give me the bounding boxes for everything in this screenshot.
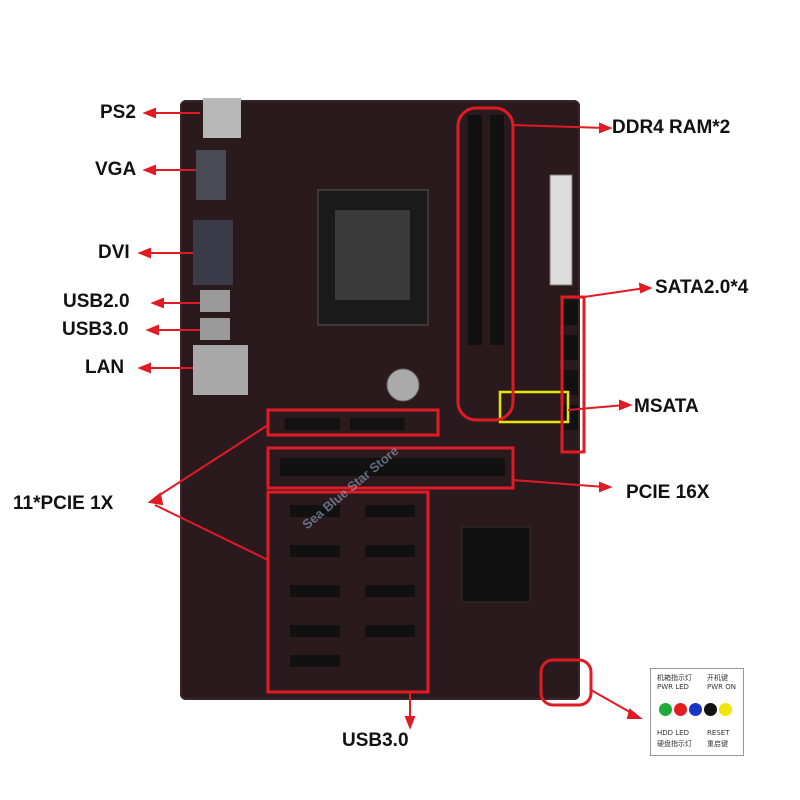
- ps2-port: [203, 98, 241, 138]
- legend-pin-green: [659, 703, 672, 716]
- label-lan: LAN: [85, 357, 125, 378]
- pcie16-slot: [280, 458, 505, 476]
- legend-reset-cn: 重启键: [707, 740, 728, 748]
- annotation-arrows: [137, 107, 653, 730]
- usb3-port: [200, 318, 230, 340]
- annotation-outlines: [266, 106, 593, 707]
- legend-hdd-cn: 硬盘指示灯: [657, 740, 692, 748]
- label-usb2: USB2.0: [63, 291, 130, 312]
- pcie1-slots: [285, 418, 415, 667]
- legend-top-right: 开机键: [707, 674, 728, 682]
- usb2-port: [200, 290, 230, 312]
- sata-port-1: [560, 300, 578, 325]
- legend-pin-blue: [689, 703, 702, 716]
- label-usb3-front: USB3.0: [342, 730, 409, 751]
- legend-pin-red: [674, 703, 687, 716]
- front-panel-legend: 机箱指示灯 开机键 PWR LED PWR ON HDD LED RESET 硬…: [650, 668, 744, 756]
- lan-port: [193, 345, 248, 395]
- label-dvi: DVI: [98, 242, 130, 263]
- cpu-socket-plate: [335, 210, 410, 300]
- cmos-battery: [386, 368, 420, 402]
- label-msata: MSATA: [634, 396, 699, 417]
- msata-highlight: [498, 390, 570, 424]
- legend-pwr-on: PWR ON: [707, 683, 736, 691]
- sata-port-2: [560, 335, 578, 360]
- label-ddr4: DDR4 RAM*2: [612, 117, 731, 138]
- legend-hdd-led: HDD LED: [657, 729, 689, 737]
- sata-port-3: [560, 370, 578, 395]
- label-pcie1: 11*PCIE 1X: [13, 493, 114, 514]
- legend-pin-yellow: [719, 703, 732, 716]
- atx-power-connector: [549, 174, 573, 286]
- legend-reset: RESET: [707, 729, 730, 737]
- legend-pin-black: [704, 703, 717, 716]
- chipset-heatsink: [461, 526, 531, 603]
- legend-top-left: 机箱指示灯: [657, 674, 692, 682]
- dvi-port: [193, 220, 233, 285]
- ram-slot-2: [490, 115, 504, 345]
- label-ps2: PS2: [100, 102, 136, 123]
- legend-pins: [659, 703, 732, 716]
- legend-pwr-led: PWR LED: [657, 683, 689, 691]
- label-vga: VGA: [95, 159, 137, 180]
- ram-slot-1: [468, 115, 482, 345]
- label-usb3-rear: USB3.0: [62, 319, 129, 340]
- vga-port: [196, 150, 226, 200]
- label-pcie16: PCIE 16X: [626, 482, 710, 503]
- label-sata: SATA2.0*4: [655, 277, 749, 298]
